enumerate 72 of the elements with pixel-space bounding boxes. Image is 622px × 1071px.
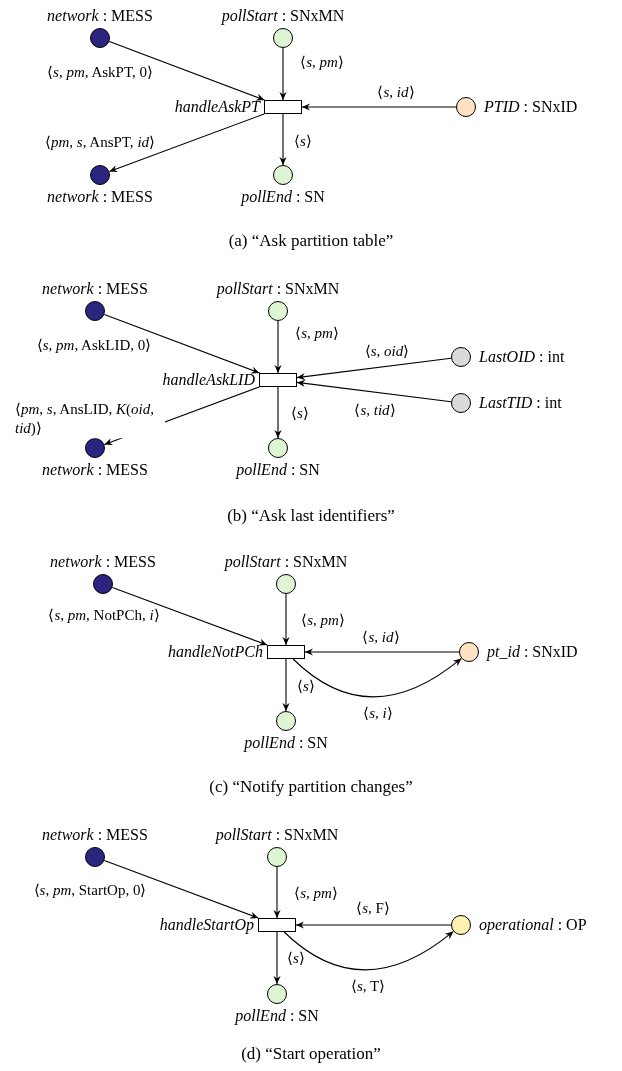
subfigure-caption: (b) “Ask last identifiers” [227,506,395,524]
place-label: network : MESS [42,462,148,478]
place-label: pollStart : SNxMN [216,281,340,297]
subfigure-caption: (d) “Start operation” [241,1044,381,1062]
arc-label: ⟨s, id⟩ [377,84,415,100]
arc-arrow [296,357,452,381]
transition-box [264,100,302,114]
place-label: pollEnd : SN [241,189,325,205]
arc-arrow [108,41,265,101]
place-label: pollEnd : SN [244,735,328,751]
transition-box [267,645,305,659]
place-label: pt_id : SNxID [487,644,578,660]
place-label: pollStart : SNxMN [224,554,348,570]
arc-arrow [283,930,454,971]
arc-label: ⟨s, oid⟩ [364,343,410,359]
subfigure-caption: (c) “Notify partition changes” [209,777,413,795]
transition-label: handleNotPCh [167,644,263,660]
arc-label: ⟨s⟩ [287,950,305,966]
arc-label: ⟨s, i⟩ [363,705,393,721]
arc-arrow [103,859,259,919]
arc-label: ⟨s, pm⟩ [301,612,345,628]
place-label: network : MESS [42,281,148,297]
arc-arrow [108,113,265,173]
place-label: network : MESS [50,554,156,570]
arc-label: ⟨s, F⟩ [356,900,390,916]
place-label: pollStart : SNxMN [215,827,339,843]
place-label: network : MESS [47,189,153,205]
place-label: PTID : SNxID [484,99,578,115]
arc-label: ⟨s, T⟩ [350,978,386,994]
arc-label: ⟨s, tid⟩ [354,402,396,418]
arc-arrow [274,386,282,439]
arc-arrow [111,586,268,646]
arc-label: ⟨s, pm, NotPCh, i⟩ [48,607,160,623]
place-label: LastOID : int [479,349,565,365]
arc-arrow [304,648,460,656]
arc-label: ⟨s⟩ [297,678,315,694]
subfigure-caption: (a) “Ask partition table” [228,231,394,249]
arc-arrow [279,47,287,101]
transition-label: handleAskPT [174,99,260,115]
arc-arrow [273,866,281,919]
arc-label: ⟨s, pm, AskPT, 0⟩ [47,64,153,80]
place-label: network : MESS [42,827,148,843]
arc-arrow [274,320,282,374]
arc-label: ⟨s, pm⟩ [295,325,339,341]
place-label: network : MESS [47,8,153,24]
place-label: pollStart : SNxMN [221,8,345,24]
arc-label: ⟨s⟩ [291,405,309,421]
arc-label: ⟨s, pm⟩ [300,54,344,70]
arc-label: ⟨pm, s, AnsLID, K(oid, tid)⟩ [15,400,165,438]
transition-label: handleAskLID [162,372,255,388]
transition-box [258,918,296,932]
arc-label: ⟨s⟩ [294,133,312,149]
arc-label: ⟨s, id⟩ [362,629,400,645]
arc-label: ⟨pm, s, AnsPT, id⟩ [44,134,156,150]
transition-box [259,373,297,387]
arc-label: ⟨s, pm, StartOp, 0⟩ [33,882,147,898]
arc-arrow [279,113,287,166]
place-label: pollEnd : SN [235,1008,319,1024]
arc-arrow [292,657,462,698]
arc-arrow [103,313,260,374]
arc-arrow [295,921,452,929]
arc-arrow [301,103,457,111]
arc-label: ⟨s, pm⟩ [294,885,338,901]
arc-arrow [282,658,290,712]
place-label: operational : OP [479,917,587,933]
place-label: pollEnd : SN [236,462,320,478]
place-label: LastTID : int [479,395,562,411]
transition-label: handleStartOp [159,917,254,933]
arc-arrow [273,931,281,985]
arc-arrow [282,593,290,646]
arc-label: ⟨s, pm, AskLID, 0⟩ [36,337,152,353]
arc-arrow [296,379,452,403]
